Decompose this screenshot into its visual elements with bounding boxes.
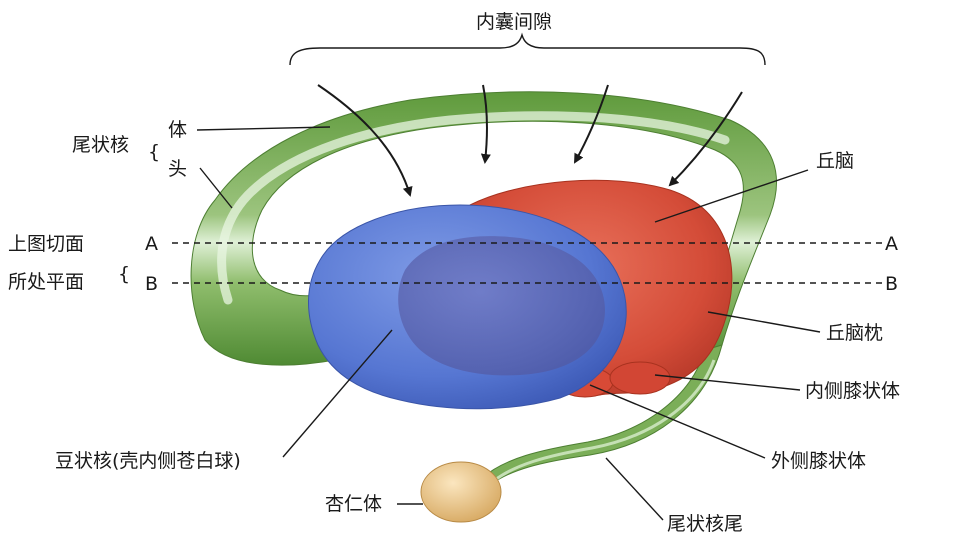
amygdala-shape (420, 461, 502, 523)
lateral-geniculate-leader (589, 384, 766, 459)
caudate-body-leader (196, 126, 331, 131)
plane-a-right-label: A (885, 233, 898, 255)
capsule-arrow-1 (317, 84, 413, 197)
capsule-arrow-4 (668, 91, 743, 187)
pulvinar-leader (707, 311, 821, 333)
section-plane-brace: { (118, 263, 130, 285)
pulvinar-label: 丘脑枕 (826, 322, 883, 344)
caudate-head-label: 头 (168, 158, 187, 180)
internal-capsule-gap-label: 内囊间隙 (476, 11, 552, 33)
plane-b-left-label: B (145, 273, 158, 295)
section-plane-label-1: 上图切面 (8, 233, 84, 255)
amygdala-label: 杏仁体 (325, 493, 382, 515)
caudate-tail-label: 尾状核尾 (667, 513, 743, 535)
lentiform-nucleus-label: 豆状核(壳内侧苍白球) (55, 450, 241, 472)
caudate-body-label: 体 (168, 119, 187, 141)
medial-geniculate-leader (654, 374, 801, 391)
caudate-brace: { (148, 141, 160, 163)
lentiform-leader (282, 329, 393, 458)
lentiform-nucleus-shape (308, 204, 627, 410)
plane-a-left-label: A (145, 233, 158, 255)
thalamus-leader (654, 169, 809, 223)
thalamus-label: 丘脑 (816, 150, 854, 172)
lateral-geniculate-label: 外侧膝状体 (771, 450, 866, 472)
capsule-arrow-2 (480, 84, 491, 164)
medial-geniculate-label: 内侧膝状体 (805, 380, 900, 402)
caudate-head-leader (199, 167, 233, 209)
plane-b-right-label: B (885, 273, 898, 295)
capsule-arrow-3 (574, 84, 609, 164)
caudate-nucleus-label: 尾状核 (72, 134, 129, 156)
internal-capsule-bracket (289, 32, 766, 66)
caudate-tail-leader (605, 457, 664, 521)
section-plane-label-2: 所处平面 (8, 271, 84, 293)
